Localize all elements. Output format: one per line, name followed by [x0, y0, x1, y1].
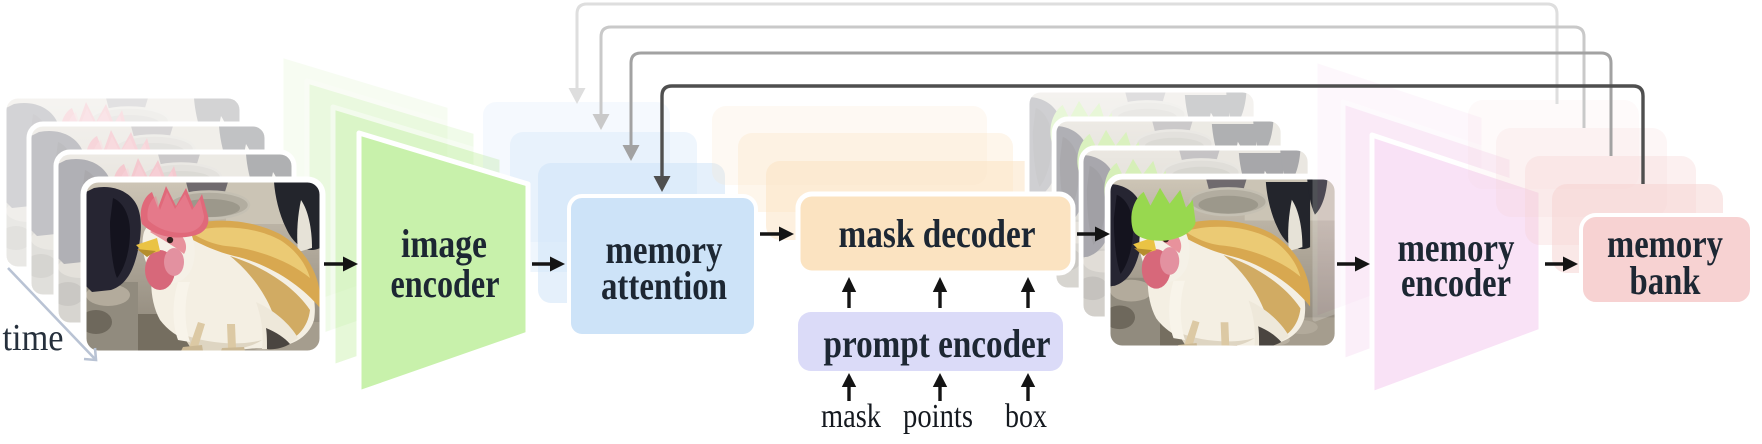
svg-text:memory: memory	[1398, 225, 1515, 270]
svg-text:points: points	[903, 398, 973, 435]
svg-text:memory: memory	[606, 227, 723, 272]
svg-text:box: box	[1005, 398, 1047, 435]
svg-text:encoder: encoder	[391, 261, 500, 306]
svg-text:mask: mask	[821, 398, 881, 435]
svg-text:time: time	[3, 317, 64, 359]
svg-text:image: image	[401, 221, 487, 266]
svg-text:mask decoder: mask decoder	[839, 211, 1036, 256]
svg-text:bank: bank	[1630, 258, 1702, 303]
svg-text:attention: attention	[601, 263, 727, 308]
svg-text:encoder: encoder	[1401, 260, 1511, 305]
svg-text:prompt encoder: prompt encoder	[824, 321, 1051, 366]
svg-text:memory: memory	[1607, 221, 1723, 266]
